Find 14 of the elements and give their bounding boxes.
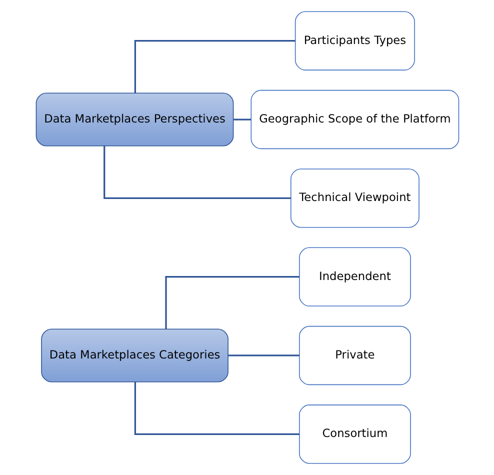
connector [233, 118, 251, 120]
node-box: Independent [298, 247, 410, 306]
connector [134, 382, 299, 435]
connector [134, 40, 295, 94]
node-box: Data Marketplaces Perspectives [35, 92, 234, 146]
node-box: Participants Types [294, 11, 414, 70]
node-box: Private [298, 326, 410, 386]
node-box: Technical Viewpoint [290, 168, 419, 228]
connector [103, 146, 290, 199]
connector [228, 354, 299, 356]
node-box: Data Marketplaces Categories [40, 328, 228, 382]
connector [164, 276, 299, 330]
node-box: Consortium [298, 404, 410, 464]
node-box: Geographic Scope of the Platform [250, 90, 459, 150]
